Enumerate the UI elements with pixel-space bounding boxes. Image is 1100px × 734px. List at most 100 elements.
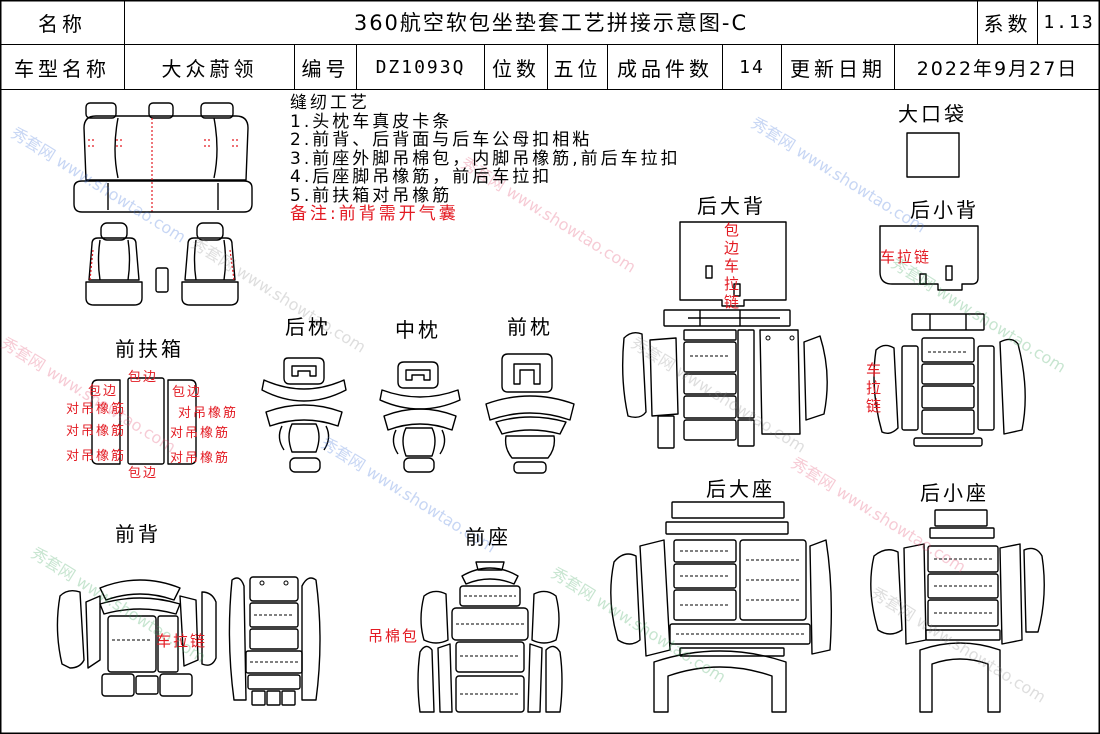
pattern-piece <box>265 404 343 427</box>
header-row-details: 车型名称 大众蔚领 编号 DZ1093Q 位数 五位 成品件数 14 更新日期 … <box>0 45 1100 90</box>
pattern-piece <box>245 650 303 674</box>
pattern-piece <box>663 309 791 327</box>
pattern-piece <box>919 642 1001 713</box>
pattern-piece <box>383 408 457 431</box>
pattern-piece <box>289 457 321 473</box>
label-front-armrest: 前扶箱 <box>115 337 184 361</box>
pattern-piece <box>228 577 247 701</box>
pattern-piece <box>919 273 927 285</box>
label-front-back: 前背 <box>115 522 161 546</box>
pattern-piece <box>439 429 446 455</box>
pattern-piece <box>669 623 811 645</box>
pattern-piece <box>705 265 713 279</box>
pattern-piece <box>135 675 159 695</box>
pattern-piece <box>127 239 131 281</box>
front-back-pattern <box>56 576 321 706</box>
red-marking <box>229 249 235 281</box>
pattern-piece <box>288 423 320 453</box>
label-front-headrest: 前枕 <box>507 315 553 339</box>
pattern-piece <box>73 180 253 213</box>
label-big-pocket: 大口袋 <box>898 102 967 126</box>
code-label: 编号 <box>295 45 357 89</box>
label-rear-big-seat: 后大座 <box>706 477 775 501</box>
pattern-piece <box>649 337 679 417</box>
pattern-piece <box>179 595 199 667</box>
pattern-piece <box>739 539 807 621</box>
pattern-piece <box>403 457 435 473</box>
pattern-piece <box>107 615 157 673</box>
pattern-piece <box>437 643 453 713</box>
pattern-piece <box>301 577 321 701</box>
snap-button-mark <box>283 580 289 586</box>
pattern-piece <box>155 267 169 293</box>
pattern-piece <box>201 591 217 666</box>
process-step: 3.前座外脚吊棉包，内脚吊橡筋,前后车拉扣 <box>290 148 681 169</box>
armrest-edge-bottom-note: 包边 <box>128 466 159 481</box>
pattern-piece <box>379 389 461 410</box>
label-middle-headrest: 中枕 <box>395 318 441 342</box>
pattern-piece <box>921 337 975 363</box>
document-title: 360航空软包坐垫套工艺拼接示意图-C <box>125 0 978 44</box>
armrest-elastic-note: 对吊橡筋 <box>66 449 127 464</box>
pattern-piece <box>879 225 979 291</box>
pattern-piece <box>184 237 236 281</box>
pattern-piece <box>88 237 140 281</box>
pattern-piece <box>531 590 560 644</box>
process-step: 1.头枕车真皮卡条 <box>290 111 453 132</box>
middle-headrest-pattern <box>379 361 461 473</box>
pattern-piece <box>83 115 249 181</box>
pattern-piece <box>673 563 737 589</box>
coefficient-label: 系数 <box>978 0 1038 44</box>
label-rear-headrest: 后枕 <box>285 315 331 339</box>
pattern-piece <box>927 573 999 599</box>
pattern-piece <box>281 690 296 706</box>
pattern-piece <box>665 521 789 535</box>
date-value: 2022年9月27日 <box>916 57 1079 80</box>
pattern-piece <box>906 132 960 178</box>
rear-headrest-pattern <box>261 357 347 473</box>
pattern-piece <box>527 643 543 713</box>
pattern-piece <box>247 674 301 690</box>
front-armrest-pattern <box>91 377 197 465</box>
rear-small-back-zip-top-note: 车拉链 <box>880 248 932 266</box>
armrest-elastic-note: 对吊橡筋 <box>66 402 127 417</box>
rear-big-seat-pattern <box>610 501 833 713</box>
pattern-piece <box>673 589 737 621</box>
pattern-piece <box>266 690 281 706</box>
pattern-piece <box>737 329 755 419</box>
pattern-piece <box>683 329 737 341</box>
rear-seat-overview <box>73 102 253 213</box>
pattern-piece <box>737 419 755 447</box>
pattern-piece <box>97 239 101 281</box>
rear-small-back-zip-side-note: 车拉链 <box>864 362 882 416</box>
pattern-piece <box>610 553 641 645</box>
pattern-piece <box>85 595 101 669</box>
pattern-piece <box>249 576 299 602</box>
front-seats-overview <box>85 222 239 306</box>
model-label: 车型名称 <box>0 45 125 89</box>
pattern-piece <box>653 650 787 713</box>
rear-big-back-zip-note: 包边车拉链 <box>722 222 740 312</box>
process-note: 备注:前背需开气囊 <box>290 204 459 224</box>
pattern-piece <box>402 427 436 457</box>
pattern-piece <box>934 509 988 527</box>
pattern-piece <box>181 281 239 306</box>
armrest-edge-top-note: 包边 <box>128 370 159 385</box>
seats-value: 五位 <box>548 45 608 89</box>
big-pocket-pattern <box>906 132 960 178</box>
pattern-piece <box>85 102 117 119</box>
code-value: DZ1093Q <box>357 45 485 89</box>
front-headrest-pattern <box>485 353 575 474</box>
pattern-piece <box>261 379 347 402</box>
pattern-piece <box>925 629 1001 641</box>
name-label: 名称 <box>0 0 125 44</box>
seats-label: 位数 <box>485 45 548 89</box>
pattern-piece <box>921 363 975 385</box>
pattern-piece <box>513 363 541 385</box>
pattern-piece <box>759 329 801 435</box>
pattern-piece <box>809 539 833 655</box>
red-marking <box>89 249 94 281</box>
title-block: 名称 360航空软包坐垫套工艺拼接示意图-C 系数 1.13 车型名称 大众蔚领… <box>0 0 1100 90</box>
pattern-piece <box>621 331 647 419</box>
